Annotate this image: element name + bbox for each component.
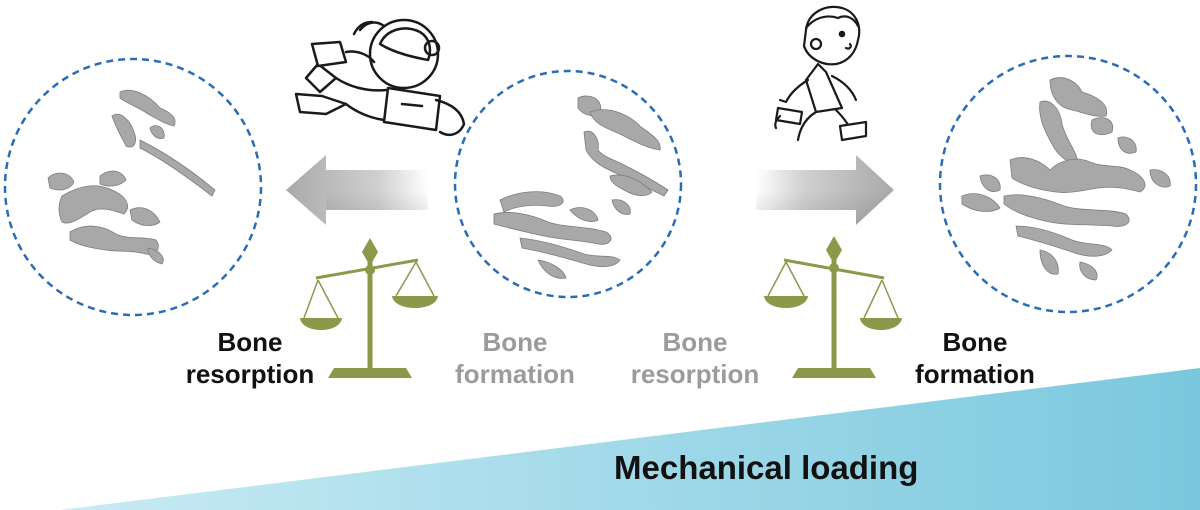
- balance-scale-left-icon: [300, 238, 438, 378]
- label-right-line2: formation: [915, 359, 1035, 389]
- running-child-icon: [774, 5, 868, 142]
- mechanical-loading-wedge: [60, 368, 1200, 510]
- arrow-right-icon: [756, 155, 894, 225]
- astronaut-icon: [294, 18, 466, 136]
- label-center-left-line2: formation: [455, 359, 575, 389]
- label-center-right-line1: Bone: [662, 327, 728, 357]
- label-left-line2: resorption: [185, 359, 315, 389]
- bone-circle-right: [938, 54, 1198, 314]
- arrow-left-icon: [286, 155, 428, 225]
- label-right-line1: Bone: [942, 327, 1008, 357]
- bone-circle-center: [453, 69, 683, 299]
- label-center-bone-resorption: Bone resorption: [610, 326, 780, 390]
- label-center-bone-formation: Bone formation: [440, 326, 590, 390]
- label-right-bone-formation: Bone formation: [900, 326, 1050, 390]
- label-left-line1: Bone: [217, 327, 283, 357]
- bone-circle-left: [3, 57, 263, 317]
- label-center-left-line1: Bone: [482, 327, 548, 357]
- mechanical-loading-title: Mechanical loading: [614, 449, 919, 486]
- label-center-right-line2: resorption: [630, 359, 760, 389]
- label-left-bone-resorption: Bone resorption: [170, 326, 330, 390]
- balance-scale-right-icon: [764, 236, 902, 378]
